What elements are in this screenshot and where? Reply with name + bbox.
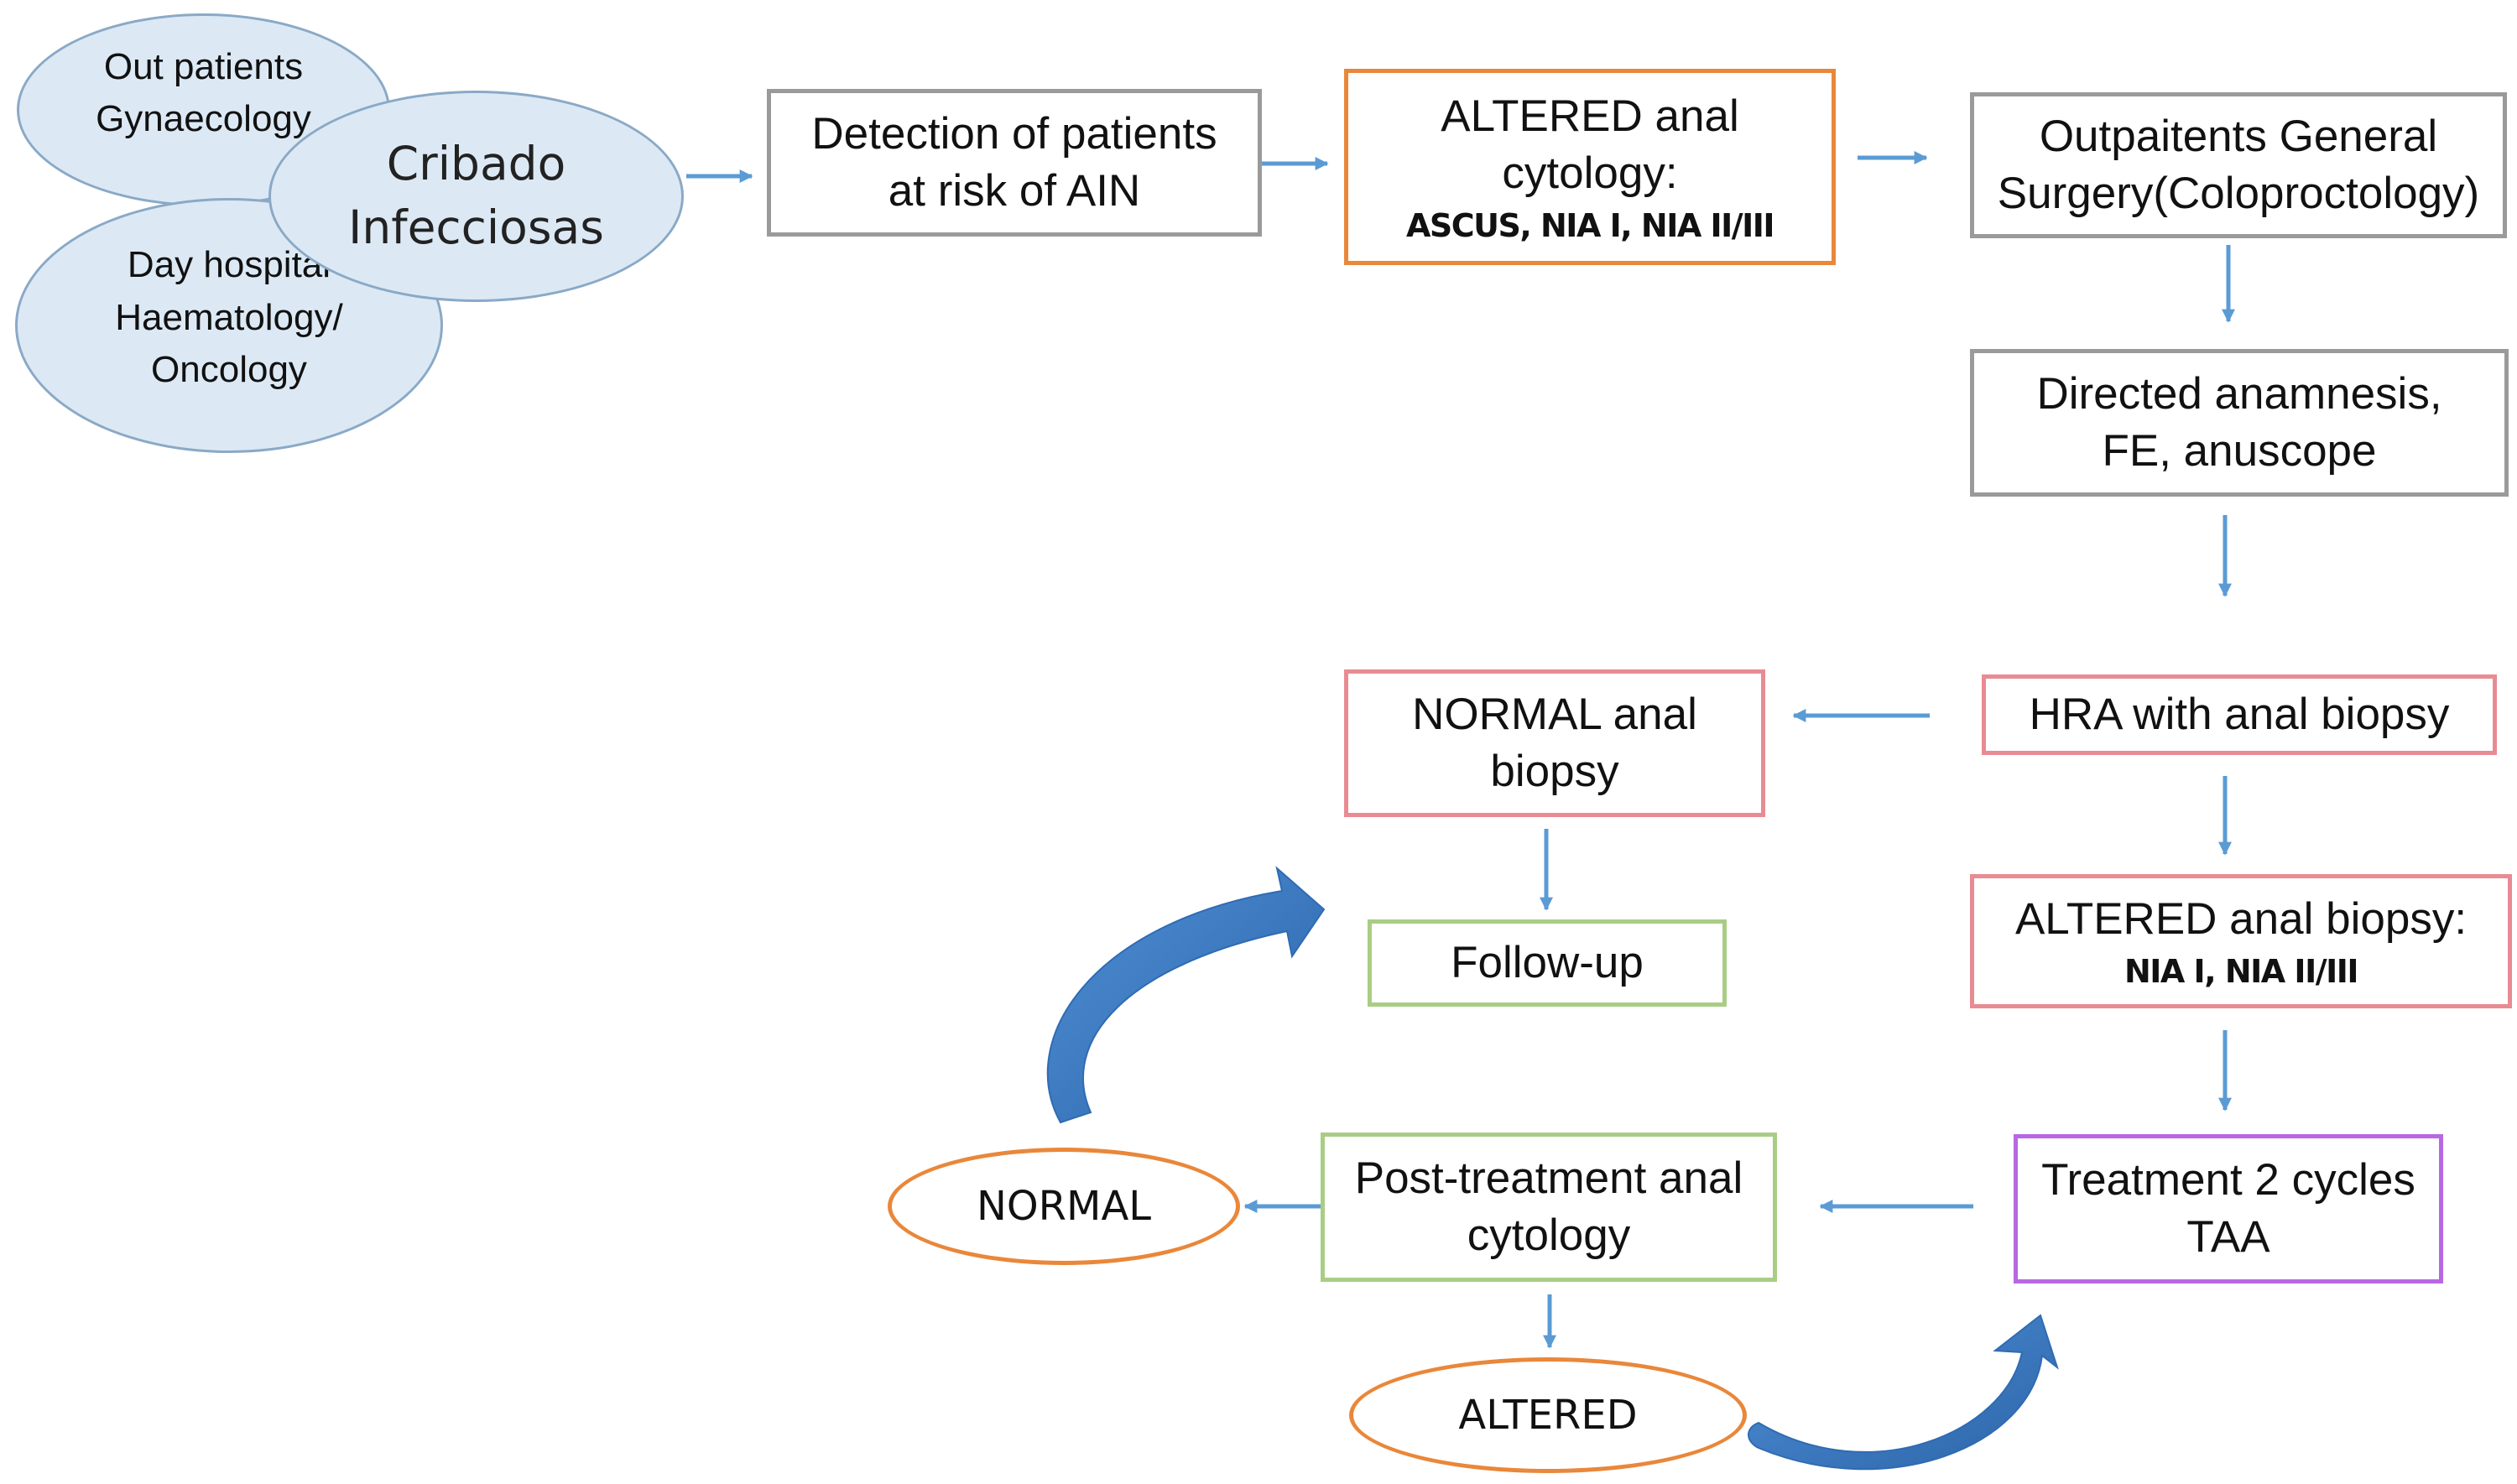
box-label: biopsy [1490,747,1619,796]
hra-biopsy-box: HRA with anal biopsy [1982,674,2497,755]
treatment-box: Treatment 2 cycles TAA [2014,1134,2443,1284]
box-label: Follow-up [1451,938,1644,988]
ellipse-label: Gynaecology [96,98,311,140]
ellipse-label: Haematology/ [115,296,343,338]
normal-outcome-ellipse: NORMAL [888,1148,1240,1265]
ellipse-label: Oncology [151,349,307,391]
ellipse-label: Day hospital [127,244,331,286]
ellipse-label: Cribado [386,137,566,191]
box-label: NORMAL anal [1412,690,1697,740]
box-label: Directed anamnesis, [2036,369,2442,419]
outpatients-surgery-box: Outpaitents General Surgery(Coloproctolo… [1970,92,2507,238]
box-label: Detection of patients [811,109,1217,159]
cribado-infecciosas-ellipse: Cribado Infecciosas [268,91,684,302]
box-label: Outpaitents General [2039,112,2438,162]
box-label: Surgery(Coloproctology) [1997,169,2480,218]
altered-cytology-box: ALTERED anal cytology: ASCUS, NIA I, NIA… [1344,69,1836,265]
altered-outcome-ellipse: ALTERED [1349,1357,1747,1473]
curved-arrow-normal-to-followup [1046,866,1326,1124]
detection-box: Detection of patients at risk of AIN [767,89,1262,237]
box-label: Treatment 2 cycles [2041,1155,2415,1205]
box-label: TAA [2186,1212,2270,1262]
box-label: cytology [1467,1211,1631,1260]
box-label: HRA with anal biopsy [2029,690,2450,740]
outcome-label: ALTERED [1458,1392,1638,1439]
box-label: ALTERED anal biopsy: [2014,893,2467,944]
box-label: Post-treatment anal [1354,1153,1743,1204]
ellipse-label: Out patients [103,46,304,87]
altered-biopsy-box: ALTERED anal biopsy: NIA I, NIA II/III [1970,874,2512,1008]
outcome-label: NORMAL [976,1183,1152,1230]
box-sublabel: NIA I, NIA II/III [2124,952,2359,990]
box-label: at risk of AIN [888,166,1141,216]
anamnesis-box: Directed anamnesis, FE, anuscope [1970,349,2509,497]
curved-arrow-altered-to-treatment [1748,1314,2059,1471]
box-label: ALTERED anal [1441,91,1739,141]
post-treatment-box: Post-treatment anal cytology [1321,1133,1777,1282]
box-label: FE, anuscope [2102,426,2377,476]
box-sublabel: ASCUS, NIA I, NIA II/III [1405,206,1775,244]
ellipse-label: Infecciosas [348,200,604,254]
normal-biopsy-box: NORMAL anal biopsy [1344,669,1765,817]
box-label: cytology: [1502,148,1678,198]
follow-up-box: Follow-up [1368,919,1727,1007]
